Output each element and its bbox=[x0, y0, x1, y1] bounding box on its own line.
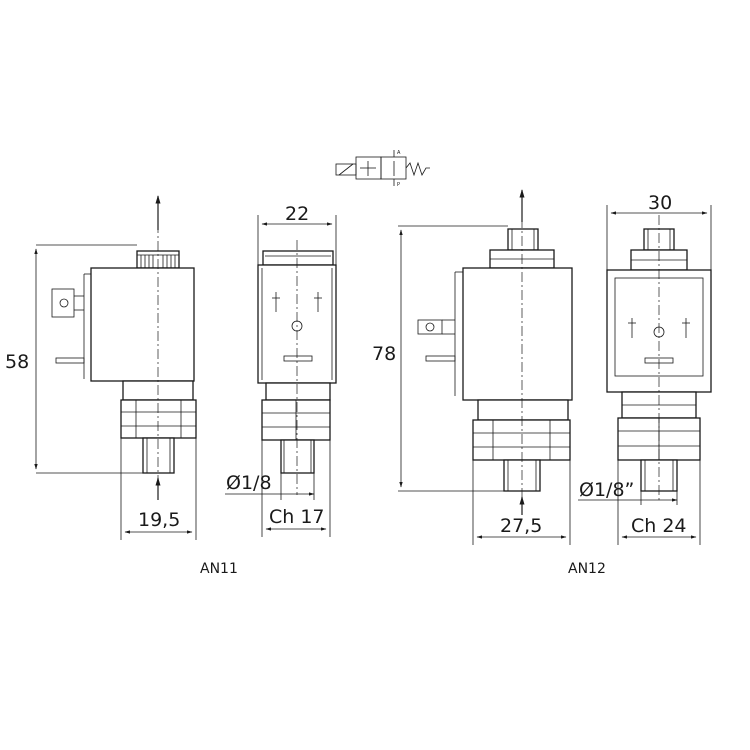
an12-front-view bbox=[606, 215, 712, 500]
an12-coil-width-value: 30 bbox=[648, 192, 672, 214]
an12-width-dimension: 27,5 bbox=[472, 460, 571, 545]
an11-model-label: AN11 bbox=[200, 561, 238, 577]
an11-coil-width-dimension: 22 bbox=[257, 203, 337, 265]
an11-width-dimension: 19,5 bbox=[120, 438, 197, 540]
an11-thread-value: Ø1/8 bbox=[226, 472, 272, 494]
port-p-label: P bbox=[397, 182, 400, 188]
an11-front-view bbox=[257, 240, 337, 495]
an12-hex-dimension: Ch 24 bbox=[617, 460, 701, 545]
an12-thread-dimension: Ø1/8” bbox=[578, 479, 678, 505]
an11-height-value: 58 bbox=[5, 351, 29, 373]
an12-coil-width-dimension: 30 bbox=[606, 192, 712, 270]
an12-width-value: 27,5 bbox=[500, 515, 542, 537]
an11-hex-dimension: Ch 17 bbox=[261, 440, 331, 537]
an12-hex-value: Ch 24 bbox=[631, 515, 687, 537]
an11-coil-width-value: 22 bbox=[285, 203, 309, 225]
an12-side-view bbox=[417, 189, 573, 515]
an12-model-label: AN12 bbox=[568, 561, 606, 577]
an11-hex-value: Ch 17 bbox=[269, 506, 325, 528]
an11-side-view bbox=[51, 195, 197, 500]
an12-thread-value: Ø1/8” bbox=[579, 479, 634, 501]
port-a-label: A bbox=[397, 150, 401, 156]
an11-thread-dimension: Ø1/8 bbox=[225, 472, 315, 500]
an12-height-dimension: 78 bbox=[372, 225, 508, 492]
an11-height-dimension: 58 bbox=[5, 244, 143, 474]
valve-symbol: A P bbox=[335, 150, 430, 188]
an12-height-value: 78 bbox=[372, 343, 396, 365]
an11-width-value: 19,5 bbox=[138, 509, 180, 531]
